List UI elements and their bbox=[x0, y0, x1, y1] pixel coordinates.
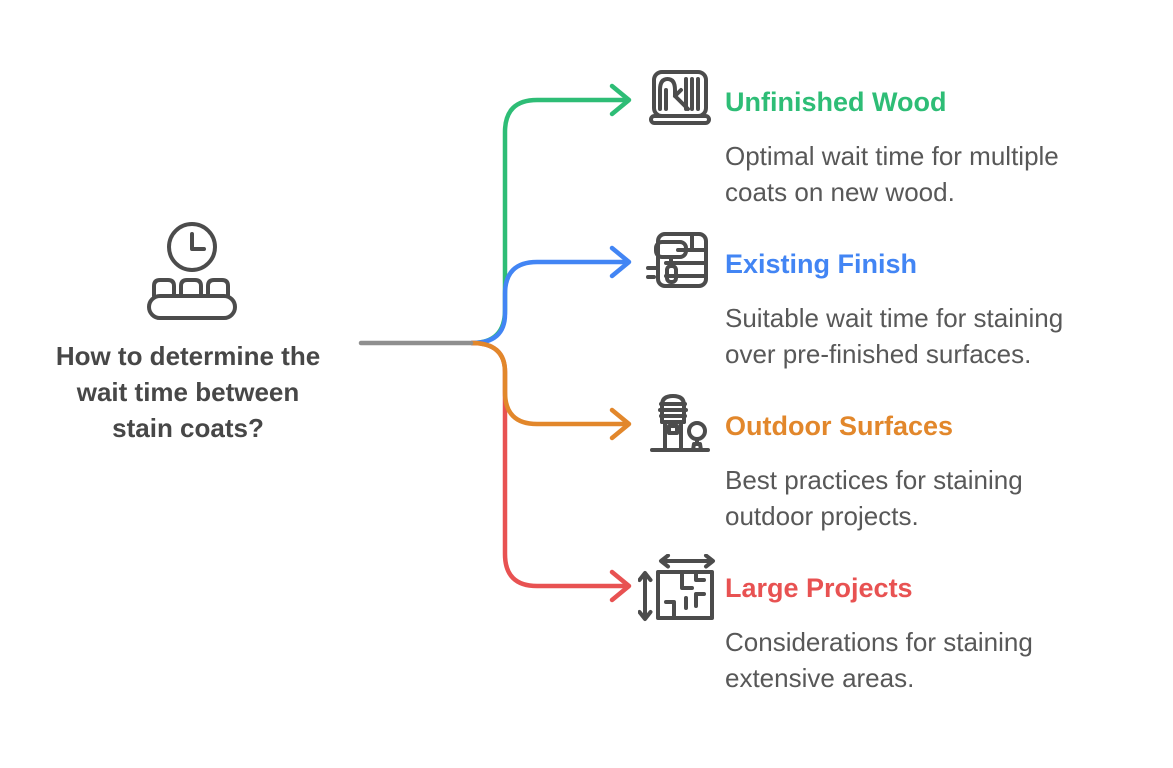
branch-desc-unfinished-wood: Optimal wait time for multiple coats on … bbox=[725, 138, 1059, 210]
branch-desc-large-projects: Considerations for staining extensive ar… bbox=[725, 624, 1033, 696]
desc-line: extensive areas. bbox=[725, 663, 915, 693]
root-question-line: wait time between bbox=[76, 377, 300, 407]
branch-desc-outdoor-surfaces: Best practices for staining outdoor proj… bbox=[725, 462, 1023, 534]
desc-line: coats on new wood. bbox=[725, 177, 955, 207]
branch-title-unfinished-wood: Unfinished Wood bbox=[725, 87, 947, 117]
paint-roller-wall-icon bbox=[646, 232, 708, 288]
clock-conveyor-icon bbox=[147, 222, 237, 320]
arrowhead-large-projects bbox=[609, 569, 632, 603]
branch-line-large-projects bbox=[469, 340, 629, 589]
branch-title-large-projects: Large Projects bbox=[725, 573, 913, 603]
outdoor-post-tree-icon bbox=[650, 394, 710, 452]
branch-line-existing-finish bbox=[469, 259, 629, 346]
desc-line: Optimal wait time for multiple bbox=[725, 141, 1059, 171]
branch-line-outdoor-surfaces bbox=[469, 340, 629, 427]
root-question-line: stain coats? bbox=[112, 413, 264, 443]
root-question-line: How to determine the bbox=[55, 341, 321, 371]
arrowhead-outdoor-surfaces bbox=[609, 407, 632, 441]
desc-line: over pre-finished surfaces. bbox=[725, 339, 1032, 369]
wood-grain-icon bbox=[649, 70, 711, 125]
branch-title-existing-finish: Existing Finish bbox=[725, 249, 918, 279]
desc-line: outdoor projects. bbox=[725, 501, 919, 531]
arrowhead-unfinished-wood bbox=[609, 83, 632, 117]
desc-line: Considerations for staining bbox=[725, 627, 1033, 657]
branch-line-unfinished-wood bbox=[469, 97, 629, 346]
desc-line: Suitable wait time for staining bbox=[725, 303, 1064, 333]
branch-desc-existing-finish: Suitable wait time for staining over pre… bbox=[725, 300, 1063, 372]
root-question: How to determine the wait time between s… bbox=[33, 338, 343, 446]
desc-line: Best practices for staining bbox=[725, 465, 1023, 495]
branch-title-outdoor-surfaces: Outdoor Surfaces bbox=[725, 411, 954, 441]
floorplan-measure-icon bbox=[638, 554, 715, 621]
arrowhead-existing-finish bbox=[609, 245, 632, 279]
